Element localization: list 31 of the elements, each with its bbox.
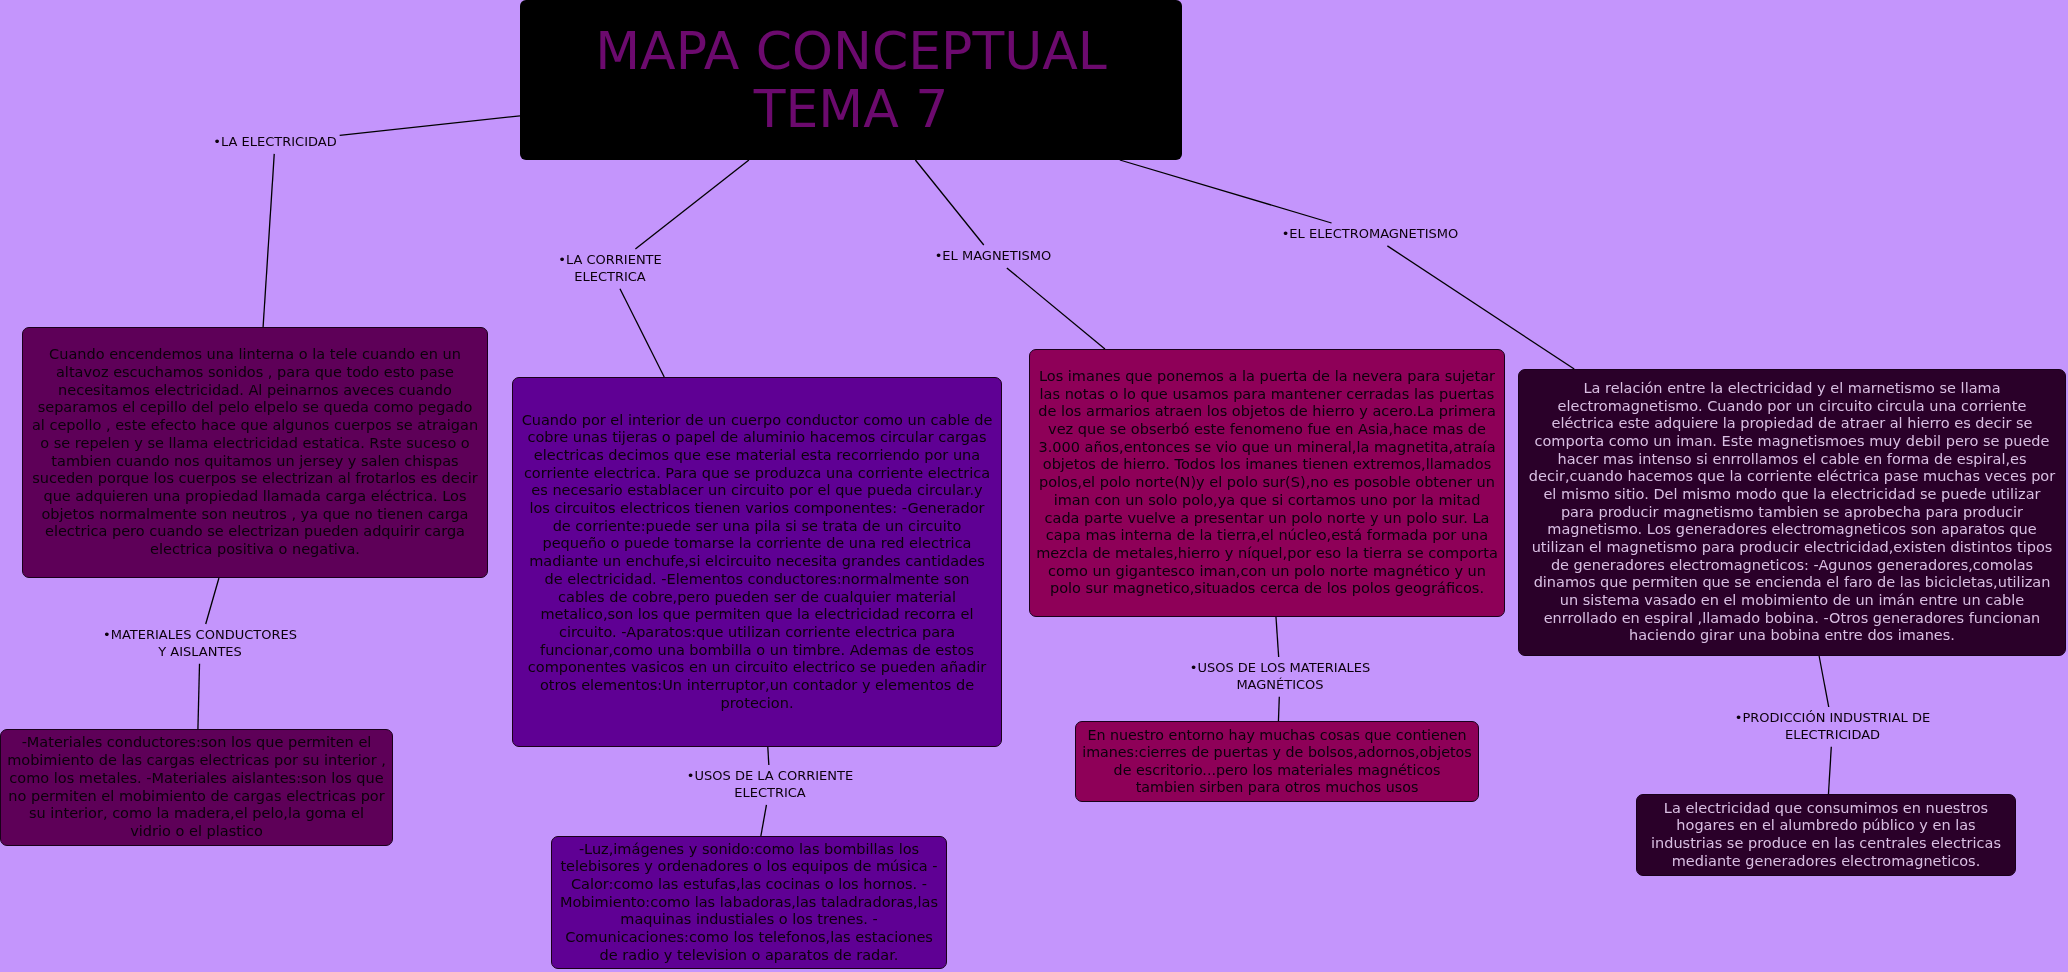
connector-line [1818, 655, 1830, 708]
connector-line [1275, 616, 1280, 658]
concept-text: -Luz,imágenes y sonido:como las bombillas los telebisores y ordenadores o los equipos de música -Calor:como las estufas,las cocinas o los hornos. -Mobimiento:como las labadoras,las taladradoras,las maquinas industiales o los trenes. -Comunicaciones:como los telefonos,las estaciones de radio y television o aparatos de radar. [558, 840, 940, 965]
concept-text: La relación entre la electricidad y el marnetismo se llama electromagnetismo. Cuando por un circuito circula una corriente eléctrica este adquiere la propiedad de atraer al hierro es decir se comporta como un iman. Este magnetismoes muy debil pero se puede hacer mas intenso si enrrollamos el cable en forma de espiral,es decir,cuando hacemos que la corriente eléctrica pase muchas veces por el mismo sitio. Del mismo modo que la electricidad se puede utilizar para producir magnetismo tambien se aprobecha para producir magnetismo. Los generadores electromagneticos son aparatos que utilizan el magnetismo para producir electricidad,existen distintos tipos de generadores electromagneticos: -Agunos generadores,comolas dinamos que permiten que se encienda el faro de las bicicletas,utilizan un sistema vasado en el mobimiento de un imán entre un cable enrrollado en espiral ,llamado bobina. -Otros generadores funcionan haciendo girar una bobina entre dos imanes. [1527, 379, 2057, 646]
title-text: MAPA CONCEPTUAL TEMA 7 [594, 21, 1108, 139]
connector-line [1386, 245, 1575, 370]
connector-line [1277, 696, 1280, 722]
concept-text: -Materiales conductores:son los que permiten el mobimiento de las cargas electricas por su interior , como los metales. -Materiales aislantes:son los que no permiten el mobimiento de cargas electricas por su interior, como la madera,el pelo,la goma el vidrio o el plastico [7, 734, 386, 841]
concept-box [1075, 721, 1479, 802]
concept-text: Cuando por el interior de un cuerpo conductor como un cable de cobre unas tijeras o papel de aluminio hacemos circular cargas electricas decimos que ese material esta recorriendo por una corriente electrica. Para que se produzca una corriente electrica es necesario establacer un circuito por el que pueda circular.y los circuitos electricos tienen varios componentes: -Generador de corriente:puede ser una pila si se trata de un circuito pequeño o puede tomarse la corriente de una red electrica madiante un enchufe,si elcircuito necesita grandes cantidades de electricidad. -Elementos conductores:normalmente son cables de cobre,pero pueden ser de cualquier material metalico,son los que permiten que la electricidad recorra el circuito. -Aparatos:que utilizan corriente electrica para funcionar,como una bombilla o un timbre. Ademas de estos componentes vasicos en un circuito electrico se pueden añadir otros elementos:Un interruptor,un contador y elementos de protecion. [520, 411, 994, 713]
concept-text: Los imanes que ponemos a la puerta de la nevera para sujetar las notas o lo que usamos para mantener cerradas las puertas de los armarios atraen los objetos de hierro y acero.La primera vez que se obserbó este fenomeno fue en Asia,hace mas de 3.000 años,entonces se vio que un mineral,la magnetita,atraía objetos de hierro. Todos los imanes tienen extremos,llamados polos,el polo norte(N)y el polo sur(S),no es posoble obtener un iman con un solo polo,ya que si cortamos uno por la mitad cada parte vuelve a presentar un polo norte y un polo sur. La capa mas interna de la tierra,el núcleo,está formada por una mezcla de metales,hierro y níquel,por eso la tierra se comporta como un gigantesco iman,con un polo norte magnético y un polo sur magnetico,situados cerca de los polos geográficos. [1036, 368, 1498, 598]
concept-text: En nuestro entorno hay muchas cosas que contienen imanes:cierres de puertas y de bolsos,adornos,objetos de escritorio...pero los materiales magnéticos tambien sirben para otros muchos usos [1082, 726, 1472, 797]
connector-line [760, 804, 768, 837]
connector-line [914, 159, 985, 246]
connector-line [197, 663, 201, 730]
connector-line [262, 153, 275, 328]
connector-line [767, 746, 770, 766]
concept-box [22, 327, 488, 578]
connector-line [1827, 746, 1832, 795]
title-box [520, 0, 1182, 160]
connector-line [1119, 159, 1333, 224]
connector-line [205, 577, 220, 625]
concept-text: Cuando encendemos una linterna o la tele cuando en un altavoz escuchamos sonidos , para que todo esto pase necesitamos electricidad. Al peinarnos aveces cuando separamos el cepillo del pelo elpelo se queda como pegado al cepollo , este efecto hace que algunos cuerpos se atraigan o se repelen y se llama electricidad estatica. Rste suceso o tambien cuando nos quitamos un jersey y salen chispas suceden porque los cuerpos se electrizan al frotarlos es decir que adquieren una propiedad llamada carga eléctrica. Los objetos normalmente son neutros , ya que no tienen carga electrica pero cuando se electrizan pueden adquirir carga electrica positiva o negativa. [30, 346, 480, 559]
concept-box [512, 377, 1002, 747]
concept-text: La electricidad que consumimos en nuestros hogares en el alumbredo público y en las industrias se produce en las centrales electricas mediante generadores electromagneticos. [1649, 799, 2002, 871]
connector-line [1006, 267, 1106, 350]
connector-line [619, 288, 665, 378]
concept-box [1029, 349, 1505, 617]
connector-line [634, 159, 750, 250]
concept-box [1636, 794, 2016, 876]
connector-line [339, 115, 521, 137]
